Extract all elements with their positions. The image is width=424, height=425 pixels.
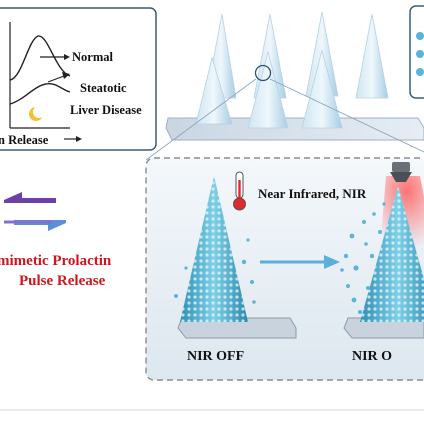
cone-off-particles	[174, 238, 256, 304]
inset-chart: Normal Steatotic Liver Disease n Release	[0, 7, 157, 151]
steatotic-curve	[9, 82, 71, 105]
nir-on-label: NIR O	[352, 349, 392, 364]
cone-on-particles	[340, 202, 386, 314]
nir-off-label: NIR OFF	[187, 349, 244, 364]
microneedle-patch	[145, 11, 424, 161]
transition-arrow	[260, 255, 340, 269]
thermometer-icon	[233, 171, 246, 211]
cone-off-base	[177, 317, 297, 339]
caption-line1: mimetic Prolactin	[0, 253, 112, 269]
right-partial-panel	[409, 5, 424, 99]
left-caption: mimetic Prolactin Pulse Release	[0, 192, 112, 289]
zoom-line-left	[145, 78, 257, 161]
cone-nir-on	[340, 186, 424, 339]
label-liver-disease: Liver Disease	[70, 103, 142, 117]
nir-panel: Near Infrared, NIR NIR OFF	[145, 157, 424, 381]
moon-icon	[29, 106, 45, 121]
zoom-line-right	[269, 78, 424, 153]
zoom-circle	[254, 64, 272, 82]
steatotic-pointer-arrowhead	[62, 72, 70, 79]
normal-curve	[9, 35, 71, 81]
inset-chart-frame	[0, 7, 157, 151]
needle-cone-5	[195, 56, 233, 125]
steatotic-pointer-line	[47, 75, 65, 83]
needle-cone-6	[247, 50, 289, 129]
cone-nir-off	[174, 176, 297, 339]
label-steatotic: Steatotic	[80, 81, 127, 95]
release-axis-arrowhead	[76, 136, 82, 142]
label-normal: Normal	[72, 50, 113, 64]
caption-line2: Pulse Release	[19, 273, 106, 289]
normal-pointer-arrowhead	[64, 54, 70, 60]
nir-light-label: Near Infrared, NIR	[258, 186, 367, 201]
needle-cone-4	[355, 13, 389, 99]
label-release-axis: n Release	[0, 133, 49, 147]
